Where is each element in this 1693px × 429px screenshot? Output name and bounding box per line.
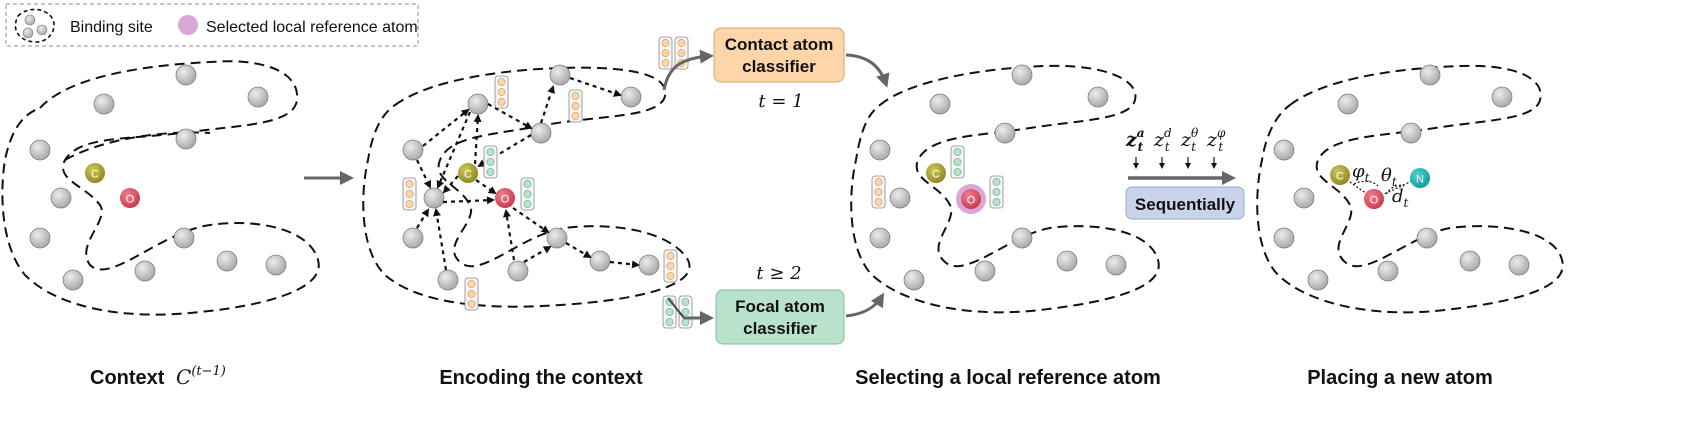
feature-vector-orange — [663, 249, 678, 283]
carbon-atom — [926, 163, 946, 183]
svg-text:Focal atom: Focal atom — [735, 297, 825, 316]
svg-text:classifier: classifier — [743, 319, 817, 338]
legend-binding-site-label: Binding site — [70, 19, 153, 36]
arrow-contact-to-selection — [845, 53, 890, 88]
feature-vector-orange — [464, 277, 479, 311]
contact-atom-classifier-box — [713, 27, 845, 83]
feature-vector-green — [520, 177, 535, 211]
svg-text:C: C — [91, 169, 99, 181]
angle-phi-label: φt — [1352, 161, 1370, 185]
svg-text:C: C — [1336, 171, 1344, 183]
new-nitrogen-atom — [1410, 168, 1430, 188]
condition-t1: t = 1 — [758, 91, 803, 112]
binding-site-outline — [850, 64, 1160, 314]
binding-site-outline — [1, 60, 320, 316]
svg-text:Contact atom: Contact atom — [725, 35, 834, 54]
atoms-context: C O — [29, 64, 287, 291]
focal-atom-classifier-box — [715, 289, 845, 345]
carbon-atom — [1330, 165, 1350, 185]
oxygen-atom-selected — [961, 189, 981, 209]
panel-placing: C O N φt θt dt — [1256, 64, 1564, 314]
feature-vector-green — [483, 145, 498, 179]
svg-text:O: O — [1370, 195, 1379, 207]
svg-text:N: N — [1416, 174, 1424, 186]
feature-vector-orange — [402, 177, 417, 211]
atoms-encoding: C O — [402, 64, 660, 291]
binding-site-legend-icon — [14, 8, 55, 43]
caption-encoding: Encoding the context — [439, 367, 643, 389]
legend: Binding site Selected local reference at… — [5, 3, 419, 47]
panel-encoding: C O — [362, 36, 693, 329]
angle-theta-label: θt — [1381, 165, 1397, 189]
binding-site-outline — [1256, 64, 1564, 314]
atoms-placing — [1273, 64, 1530, 291]
distance-label: dt — [1392, 186, 1409, 210]
sequentially-box — [1125, 186, 1245, 220]
svg-text:Sequentially: Sequentially — [1135, 195, 1236, 214]
classifier-flow: Contact atom classifier t = 1 Focal atom… — [662, 27, 890, 345]
panel-context: C O — [1, 60, 320, 316]
svg-text:classifier: classifier — [742, 57, 816, 76]
feature-vector-orange — [568, 89, 583, 123]
arrow-to-contact-classifier — [662, 49, 714, 91]
caption-selecting: Selecting a local reference atom — [855, 367, 1161, 389]
feature-vector-green — [950, 145, 965, 179]
captions: Context C(t−1) Encoding the context Sele… — [90, 364, 1493, 389]
feature-vector-orange — [871, 175, 886, 209]
caption-context: Context C(t−1) — [90, 364, 226, 389]
svg-text:O: O — [126, 194, 135, 206]
feature-stack-green — [662, 295, 693, 329]
condition-t2: t ≥ 2 — [756, 263, 801, 284]
svg-text:O: O — [967, 195, 976, 207]
arrow-focal-to-selection — [845, 292, 885, 318]
carbon-atom — [85, 163, 105, 183]
panel-selecting: C O — [850, 64, 1160, 314]
selected-atom-legend-icon — [178, 15, 198, 35]
message-passing-edges — [416, 76, 640, 271]
feature-vector-green — [989, 175, 1004, 209]
oxygen-atom — [495, 188, 515, 208]
legend-selected-atom-label: Selected local reference atom — [206, 19, 418, 36]
feature-stack-orange — [658, 36, 689, 70]
oxygen-atom — [120, 188, 140, 208]
svg-text:C: C — [464, 169, 472, 181]
oxygen-atom — [1364, 189, 1384, 209]
svg-text:C: C — [932, 169, 940, 181]
atoms-selecting: C O — [869, 64, 1127, 291]
feature-vector-orange — [494, 75, 509, 109]
caption-placing: Placing a new atom — [1307, 367, 1493, 389]
carbon-atom — [458, 163, 478, 183]
svg-text:O: O — [501, 194, 510, 206]
